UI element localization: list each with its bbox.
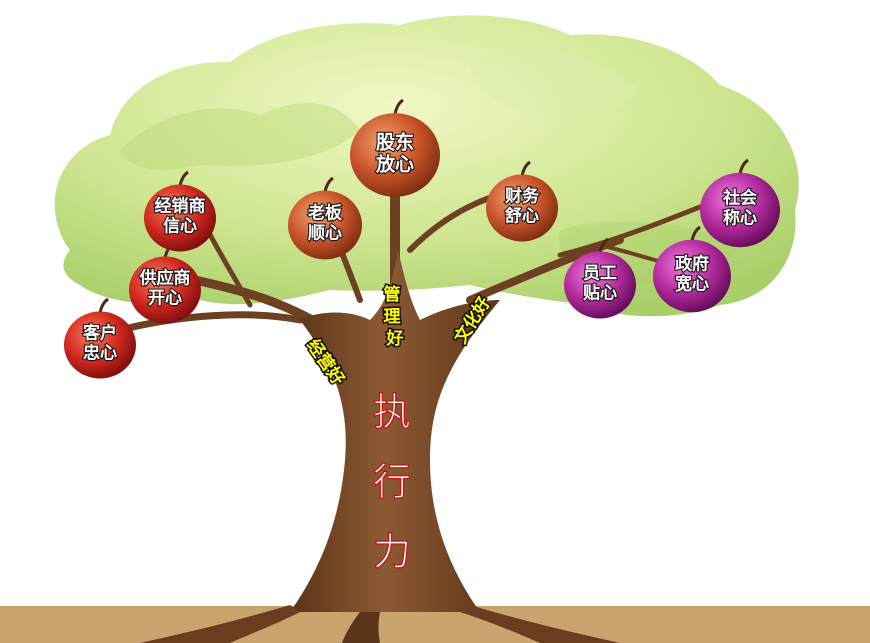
ground xyxy=(0,606,870,643)
fruit-stem xyxy=(393,98,404,115)
fruit-customer: 客户忠心 xyxy=(64,297,136,379)
fruit-body xyxy=(288,190,362,260)
trunk-char-2: 行 xyxy=(373,460,411,504)
fruit-stem xyxy=(178,170,189,187)
fruit-label: 员工贴心 xyxy=(583,264,617,304)
trunk-text: 执 行 力 xyxy=(372,389,411,574)
fruit-body xyxy=(486,174,558,242)
pillar-center: 管 理 好 xyxy=(382,283,407,351)
fruit-stem xyxy=(598,237,609,254)
fruit-stem xyxy=(738,158,749,175)
fruit-label: 供应商开心 xyxy=(139,268,191,309)
fruit-supplier: 供应商开心 xyxy=(129,242,201,324)
fruit-government: 政府宽心 xyxy=(653,225,731,313)
fruit-body xyxy=(350,113,440,197)
fruit-stem xyxy=(98,297,109,314)
fruit-body xyxy=(564,251,636,319)
fruit-stem xyxy=(323,176,334,193)
fruit-stem xyxy=(520,160,531,177)
fruit-shareholder: 股东放心 xyxy=(350,98,440,197)
trunk-char-1: 执 xyxy=(373,390,411,434)
fruit-dealer: 经销商信心 xyxy=(144,170,216,252)
fruit-label: 政府宽心 xyxy=(675,254,709,295)
pillar-center-label: 管 理 好 xyxy=(384,284,407,349)
fruit-body xyxy=(700,172,780,248)
fruit-body xyxy=(64,311,136,379)
fruit-finance: 财务舒心 xyxy=(486,160,558,242)
fruit-label: 经销商信心 xyxy=(155,196,206,237)
fruit-stem xyxy=(690,225,701,242)
fruit-society: 社会称心 xyxy=(700,158,780,248)
fruit-label: 财务舒心 xyxy=(504,186,540,227)
fruit-label: 社会称心 xyxy=(722,188,757,229)
fruit-body xyxy=(653,239,731,313)
fruit-body xyxy=(129,256,201,324)
fruit-label: 老板顺心 xyxy=(307,203,343,244)
trunk xyxy=(140,250,620,643)
fruit-employee: 员工贴心 xyxy=(564,237,636,319)
fruit-label: 股东放心 xyxy=(375,131,414,176)
fruit-boss: 老板顺心 xyxy=(288,176,362,260)
fruit-label: 客户忠心 xyxy=(82,323,117,364)
fruit-body xyxy=(144,184,216,252)
trunk-char-3: 力 xyxy=(373,530,411,574)
